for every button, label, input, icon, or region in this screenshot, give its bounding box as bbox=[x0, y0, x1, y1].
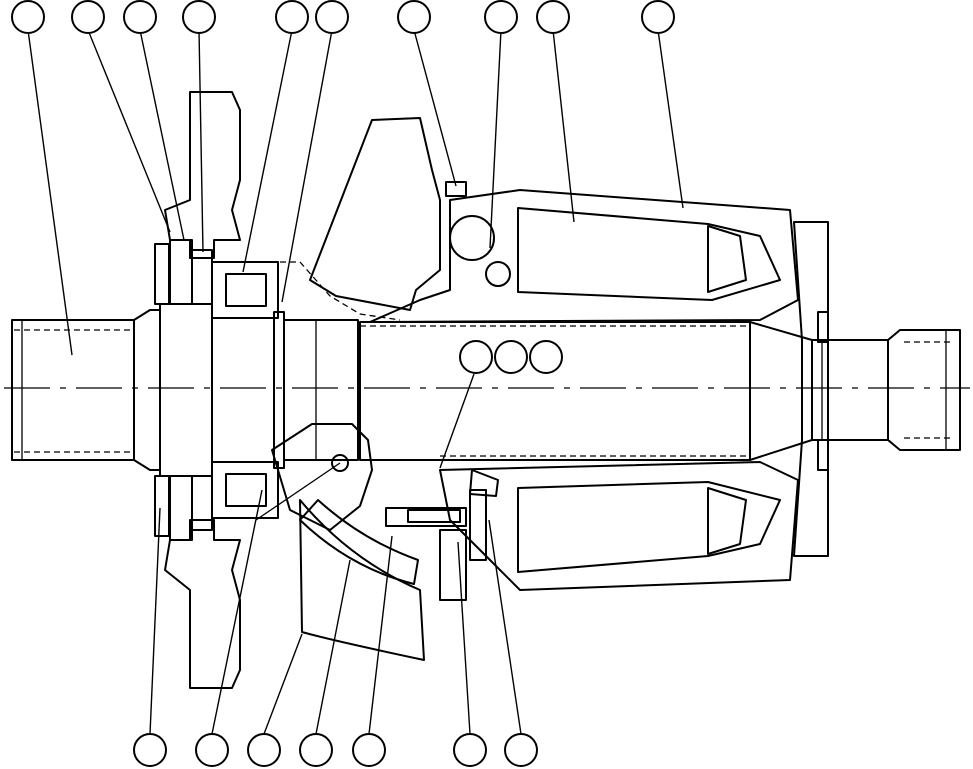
callout-t10 bbox=[641, 0, 675, 34]
callout-t1 bbox=[11, 0, 45, 34]
callout-c1 bbox=[459, 340, 493, 374]
pistons bbox=[445, 181, 781, 573]
callout-b6 bbox=[453, 733, 487, 767]
callout-b5 bbox=[352, 733, 386, 767]
callout-t9 bbox=[536, 0, 570, 34]
callout-c2 bbox=[494, 340, 528, 374]
cylinder-block bbox=[359, 189, 813, 591]
callout-b2 bbox=[195, 733, 229, 767]
swash-plate bbox=[260, 117, 441, 321]
callouts-bottom bbox=[133, 733, 538, 767]
callout-c3 bbox=[529, 340, 563, 374]
swash-yoke bbox=[255, 423, 425, 661]
callouts-center bbox=[459, 340, 563, 374]
callout-t2 bbox=[71, 0, 105, 34]
callout-t3 bbox=[123, 0, 157, 34]
callout-t4 bbox=[182, 0, 216, 34]
mounting-flange bbox=[154, 91, 241, 689]
rear-shaft-stub bbox=[811, 329, 961, 451]
shaft-seal-and-bearing bbox=[169, 239, 279, 541]
callout-t6 bbox=[315, 0, 349, 34]
callout-b4 bbox=[299, 733, 333, 767]
callout-t5 bbox=[275, 0, 309, 34]
drive-shaft bbox=[11, 303, 359, 477]
callout-b1 bbox=[133, 733, 167, 767]
callout-t8 bbox=[484, 0, 518, 34]
callout-t7 bbox=[397, 0, 431, 34]
slipper-retainer bbox=[385, 469, 499, 601]
leader-lines bbox=[27, 29, 684, 735]
callouts-top bbox=[11, 0, 675, 34]
callout-b7 bbox=[504, 733, 538, 767]
callout-b3 bbox=[247, 733, 281, 767]
